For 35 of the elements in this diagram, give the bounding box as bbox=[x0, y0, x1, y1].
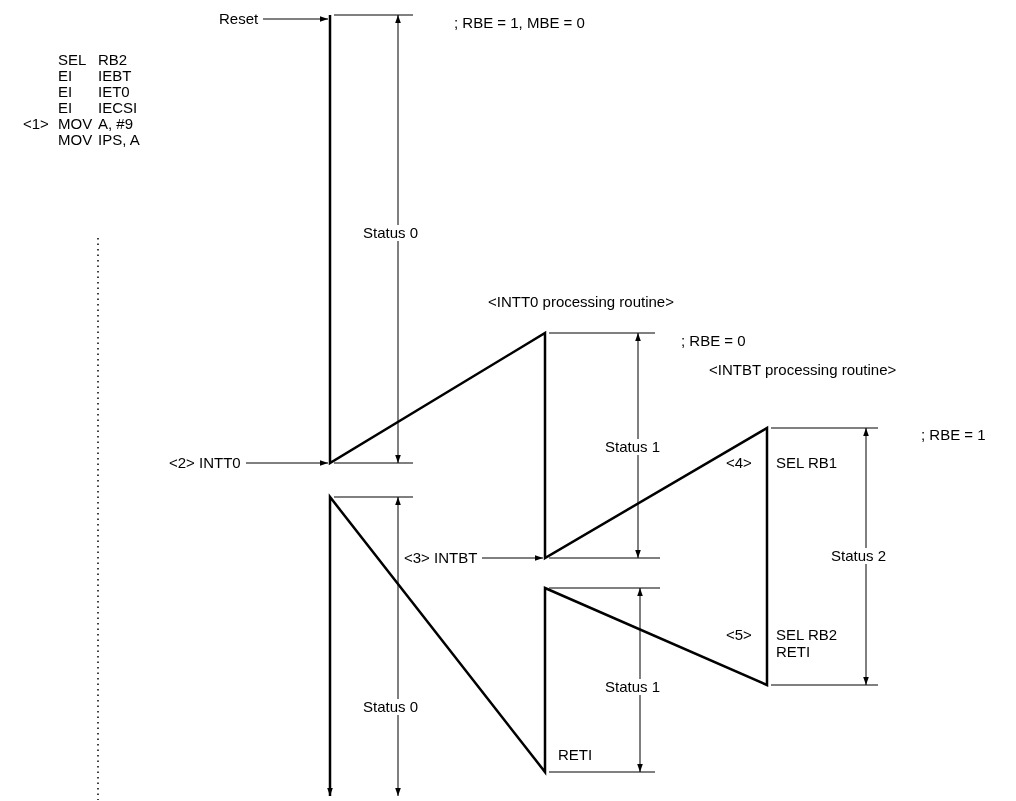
step-number: <4> bbox=[725, 455, 753, 471]
instruction-text: MOV bbox=[57, 132, 94, 148]
arrow bbox=[262, 16, 329, 22]
arrow bbox=[481, 555, 544, 561]
routine-heading: <INTT0 processing routine> bbox=[487, 294, 675, 310]
operand-text: RB2 bbox=[97, 52, 129, 68]
instruction-text: RETI bbox=[557, 747, 594, 763]
step-number: <5> bbox=[725, 627, 753, 643]
step-number: <1> bbox=[22, 116, 50, 132]
status-label: Status 1 bbox=[604, 679, 662, 695]
status-label: Status 2 bbox=[830, 548, 888, 564]
instruction-text: EI bbox=[57, 68, 74, 84]
status-label: Status 1 bbox=[604, 439, 662, 455]
instruction-text: MOV bbox=[57, 116, 94, 132]
signal-label: Reset bbox=[218, 11, 260, 27]
operand-text: IPS, A bbox=[97, 132, 141, 148]
operand-text: IET0 bbox=[97, 84, 131, 100]
instruction-text: SEL bbox=[57, 52, 88, 68]
interrupt-label: <3> INTBT bbox=[403, 550, 479, 566]
register-bank-note: ; RBE = 0 bbox=[680, 333, 747, 349]
status-label: Status 0 bbox=[362, 699, 420, 715]
operand-text: A, #9 bbox=[97, 116, 135, 132]
arrow bbox=[245, 460, 329, 466]
instruction-text: RETI bbox=[775, 644, 812, 660]
instruction-text: SEL RB2 bbox=[775, 627, 839, 643]
routine-heading: <INTBT processing routine> bbox=[708, 362, 898, 378]
operand-text: IEBT bbox=[97, 68, 133, 84]
register-bank-note: ; RBE = 1, MBE = 0 bbox=[453, 15, 586, 31]
operand-text: IECSI bbox=[97, 100, 139, 116]
instruction-text: SEL RB1 bbox=[775, 455, 839, 471]
status-label: Status 0 bbox=[362, 225, 420, 241]
instruction-text: EI bbox=[57, 100, 74, 116]
interrupt-label: <2> INTT0 bbox=[168, 455, 242, 471]
instruction-text: EI bbox=[57, 84, 74, 100]
register-bank-note: ; RBE = 1 bbox=[920, 427, 987, 443]
